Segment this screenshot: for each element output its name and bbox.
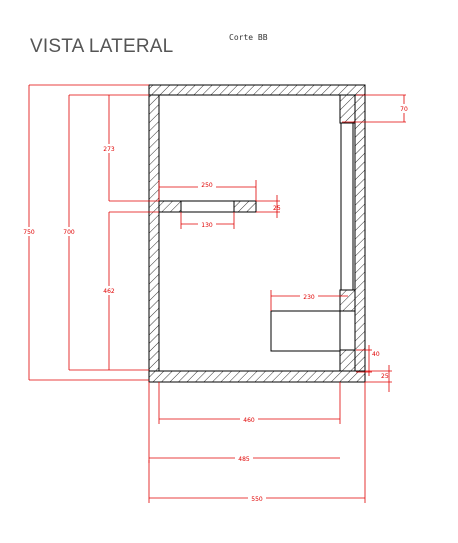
dim-shelf-width: 250: [201, 182, 213, 189]
dim-total-width: 550: [251, 496, 263, 503]
dim-total-height: 750: [23, 229, 35, 236]
left-panel: [148, 94, 160, 372]
dim-inner-width: 460: [243, 417, 255, 424]
back-panel: [340, 122, 354, 291]
dim-upper-gap: 273: [103, 146, 115, 153]
shelf-left-support: [158, 200, 182, 213]
dim-lower-gap: 462: [103, 288, 115, 295]
right-upper-rail: [339, 94, 356, 124]
right-panel: [354, 94, 366, 372]
dim-shelf-support: 130: [201, 222, 213, 229]
top-panel: [148, 84, 366, 96]
shelf: [180, 200, 235, 213]
section-label: Corte BB: [229, 33, 268, 42]
page-title: VISTA LATERAL: [30, 36, 174, 57]
dim-inner-height: 700: [63, 229, 75, 236]
dimension-labels: 750 700 273 462 70 250 25 130 230 40 25 …: [20, 104, 412, 503]
dim-drawer-depth: 230: [303, 294, 315, 301]
dim-mid-width: 485: [238, 456, 250, 463]
right-mid-block: [339, 289, 356, 312]
drawer-box: [270, 310, 341, 352]
dim-base: 25: [381, 373, 389, 380]
right-lower-block: [339, 349, 356, 372]
cabinet: [148, 84, 366, 383]
dim-plinth: 40: [372, 351, 380, 358]
bottom-panel: [148, 370, 366, 383]
dim-shelf-thickness: 25: [273, 205, 281, 212]
dim-top-panel: 70: [400, 106, 408, 113]
shelf-right-support: [233, 200, 257, 213]
